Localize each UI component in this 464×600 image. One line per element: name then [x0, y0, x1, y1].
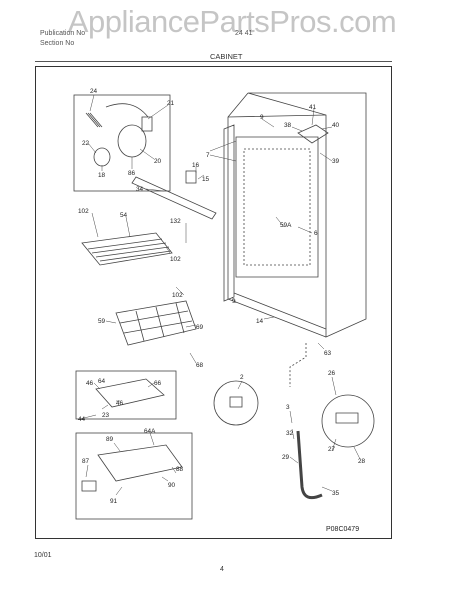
callout-label: 35 [332, 490, 340, 497]
header-model-fragment: 24 41 [235, 30, 253, 37]
callout-label: 22 [82, 140, 90, 147]
section-title: CABINET [210, 52, 243, 61]
callout-label: 64A [144, 428, 156, 435]
drain-fitting [229, 396, 243, 408]
callout-label: 44 [78, 416, 86, 423]
callout-label: 39 [332, 158, 340, 165]
inset-light-socket [73, 94, 171, 192]
thermostat-part [297, 124, 329, 144]
callout-label: 6 [314, 230, 318, 237]
callout-label: 68 [196, 362, 204, 369]
inset-control-housing [75, 370, 177, 420]
drain-part-circle [213, 380, 259, 426]
callout-label: 34 [136, 186, 144, 193]
callout-label: 2 [240, 374, 244, 381]
light-shield-bar [131, 176, 217, 220]
callout-label: 14 [256, 318, 264, 325]
callout-label: 41 [309, 104, 317, 111]
callout-label: 27 [328, 446, 336, 453]
callout-label: 9 [232, 298, 236, 305]
diagram-frame: 24 21 22 20 18 86 16 15 7 9 41 38 40 39 … [35, 66, 392, 539]
callout-label: 90 [168, 482, 176, 489]
defrost-wire [289, 343, 307, 387]
callout-label: 29 [282, 454, 290, 461]
header-section: Section No [40, 40, 75, 47]
callout-label: 59A [280, 222, 292, 229]
callout-label: 26 [328, 370, 336, 377]
watermark: AppliancePartsPros.com [67, 4, 397, 39]
callout-label: 28 [358, 458, 366, 465]
callout-label: 20 [154, 158, 162, 165]
inset-control-panel [75, 432, 193, 520]
callout-label: 86 [128, 170, 136, 177]
callout-label: 3 [286, 404, 290, 411]
callout-label: 46 [116, 400, 124, 407]
callout-label: 7 [206, 152, 210, 159]
callout-label: 32 [286, 430, 294, 437]
footer-date: 10/01 [34, 552, 52, 559]
callout-label: 63 [324, 350, 332, 357]
header-rule [35, 61, 392, 62]
callout-label: 88 [176, 466, 184, 473]
light-bulb-part [93, 147, 111, 167]
callout-label: 132 [170, 218, 181, 225]
callout-label: 18 [98, 172, 106, 179]
callout-label: 69 [196, 324, 204, 331]
callout-label: 24 [90, 88, 98, 95]
wire-shelf [81, 232, 173, 266]
callout-label: 54 [120, 212, 128, 219]
exploded-view-diagram: 24 21 22 20 18 86 16 15 7 9 41 38 40 39 … [73, 88, 375, 533]
callout-label: 38 [284, 122, 292, 129]
callout-label: 21 [167, 100, 175, 107]
callout-label: 64 [98, 378, 106, 385]
control-panel-part [97, 444, 183, 482]
leveling-leg-part [335, 412, 359, 424]
indicator-light-part [81, 480, 97, 492]
callout-label: 59 [98, 318, 106, 325]
callout-label: 102 [172, 292, 183, 299]
callout-label: 40 [332, 122, 340, 129]
callout-label: 9 [260, 114, 264, 121]
callout-label: 91 [110, 498, 118, 505]
breaker-strip-bottom [233, 292, 327, 330]
breaker-strip [223, 124, 235, 302]
callout-label: 15 [202, 176, 210, 183]
page-number: 4 [220, 566, 224, 573]
diagram-code: P08C0479 [326, 526, 359, 533]
callout-label: 89 [106, 436, 114, 443]
header-publication: Publication No [40, 30, 86, 37]
callout-label: 16 [192, 162, 200, 169]
control-housing-part [95, 378, 165, 408]
storage-basket [115, 300, 197, 346]
leveling-leg-detail [321, 394, 375, 448]
light-socket-small [185, 170, 197, 184]
cabinet-shell [227, 92, 367, 338]
light-switch-part [141, 116, 153, 132]
callout-label: 23 [102, 412, 110, 419]
callout-label: 66 [154, 380, 162, 387]
callout-label: 102 [170, 256, 181, 263]
leader-lines [79, 94, 361, 496]
callout-label: 102 [78, 208, 89, 215]
callout-label: 87 [82, 458, 90, 465]
drain-hose [296, 430, 323, 500]
wire-harness-part [85, 103, 149, 128]
callout-label: 46 [86, 380, 94, 387]
